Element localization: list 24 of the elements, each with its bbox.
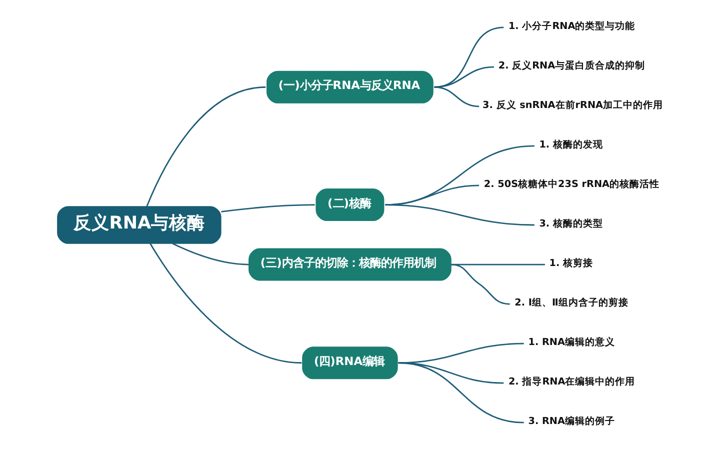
connector xyxy=(149,243,302,364)
node-box: (四)RNA编辑 xyxy=(302,346,398,380)
node-text: 3. 核酶的类型 xyxy=(538,218,602,230)
node-text: 2. Ⅰ组、Ⅱ组内含子的剪接 xyxy=(514,298,628,309)
node-text: 3. 反义 snRNA在前rRNA加工中的作用 xyxy=(482,100,663,112)
node-box: (二)核酶 xyxy=(315,188,384,222)
node-text: 1. 小分子RNA的类型与功能 xyxy=(508,20,635,32)
connector xyxy=(384,204,534,226)
node-text: 2. 反义RNA与蛋白质合成的抑制 xyxy=(498,60,645,72)
connector xyxy=(172,242,248,266)
node-text: 1. 核剪接 xyxy=(548,258,593,270)
node-box: (一)小分子RNA与反义RNA xyxy=(266,70,433,104)
connector xyxy=(220,204,314,212)
connector xyxy=(146,86,266,207)
node-text: 3. RNA编辑的例子 xyxy=(528,416,614,428)
node-text: 2. 50S核糖体中23S rRNA的核酶活性 xyxy=(483,179,660,190)
connector xyxy=(450,264,510,305)
node-text: 1. 核酶的发现 xyxy=(538,140,602,151)
node-box: 反义RNA与核酶 xyxy=(56,206,221,244)
node-box: (三)内含子的切除：核酶的作用机制 xyxy=(248,248,451,281)
node-text: 1. RNA编辑的意义 xyxy=(528,337,614,348)
connector xyxy=(434,86,479,108)
node-text: 2. 指导RNA在编辑中的作用 xyxy=(508,376,635,388)
connector xyxy=(398,362,524,424)
